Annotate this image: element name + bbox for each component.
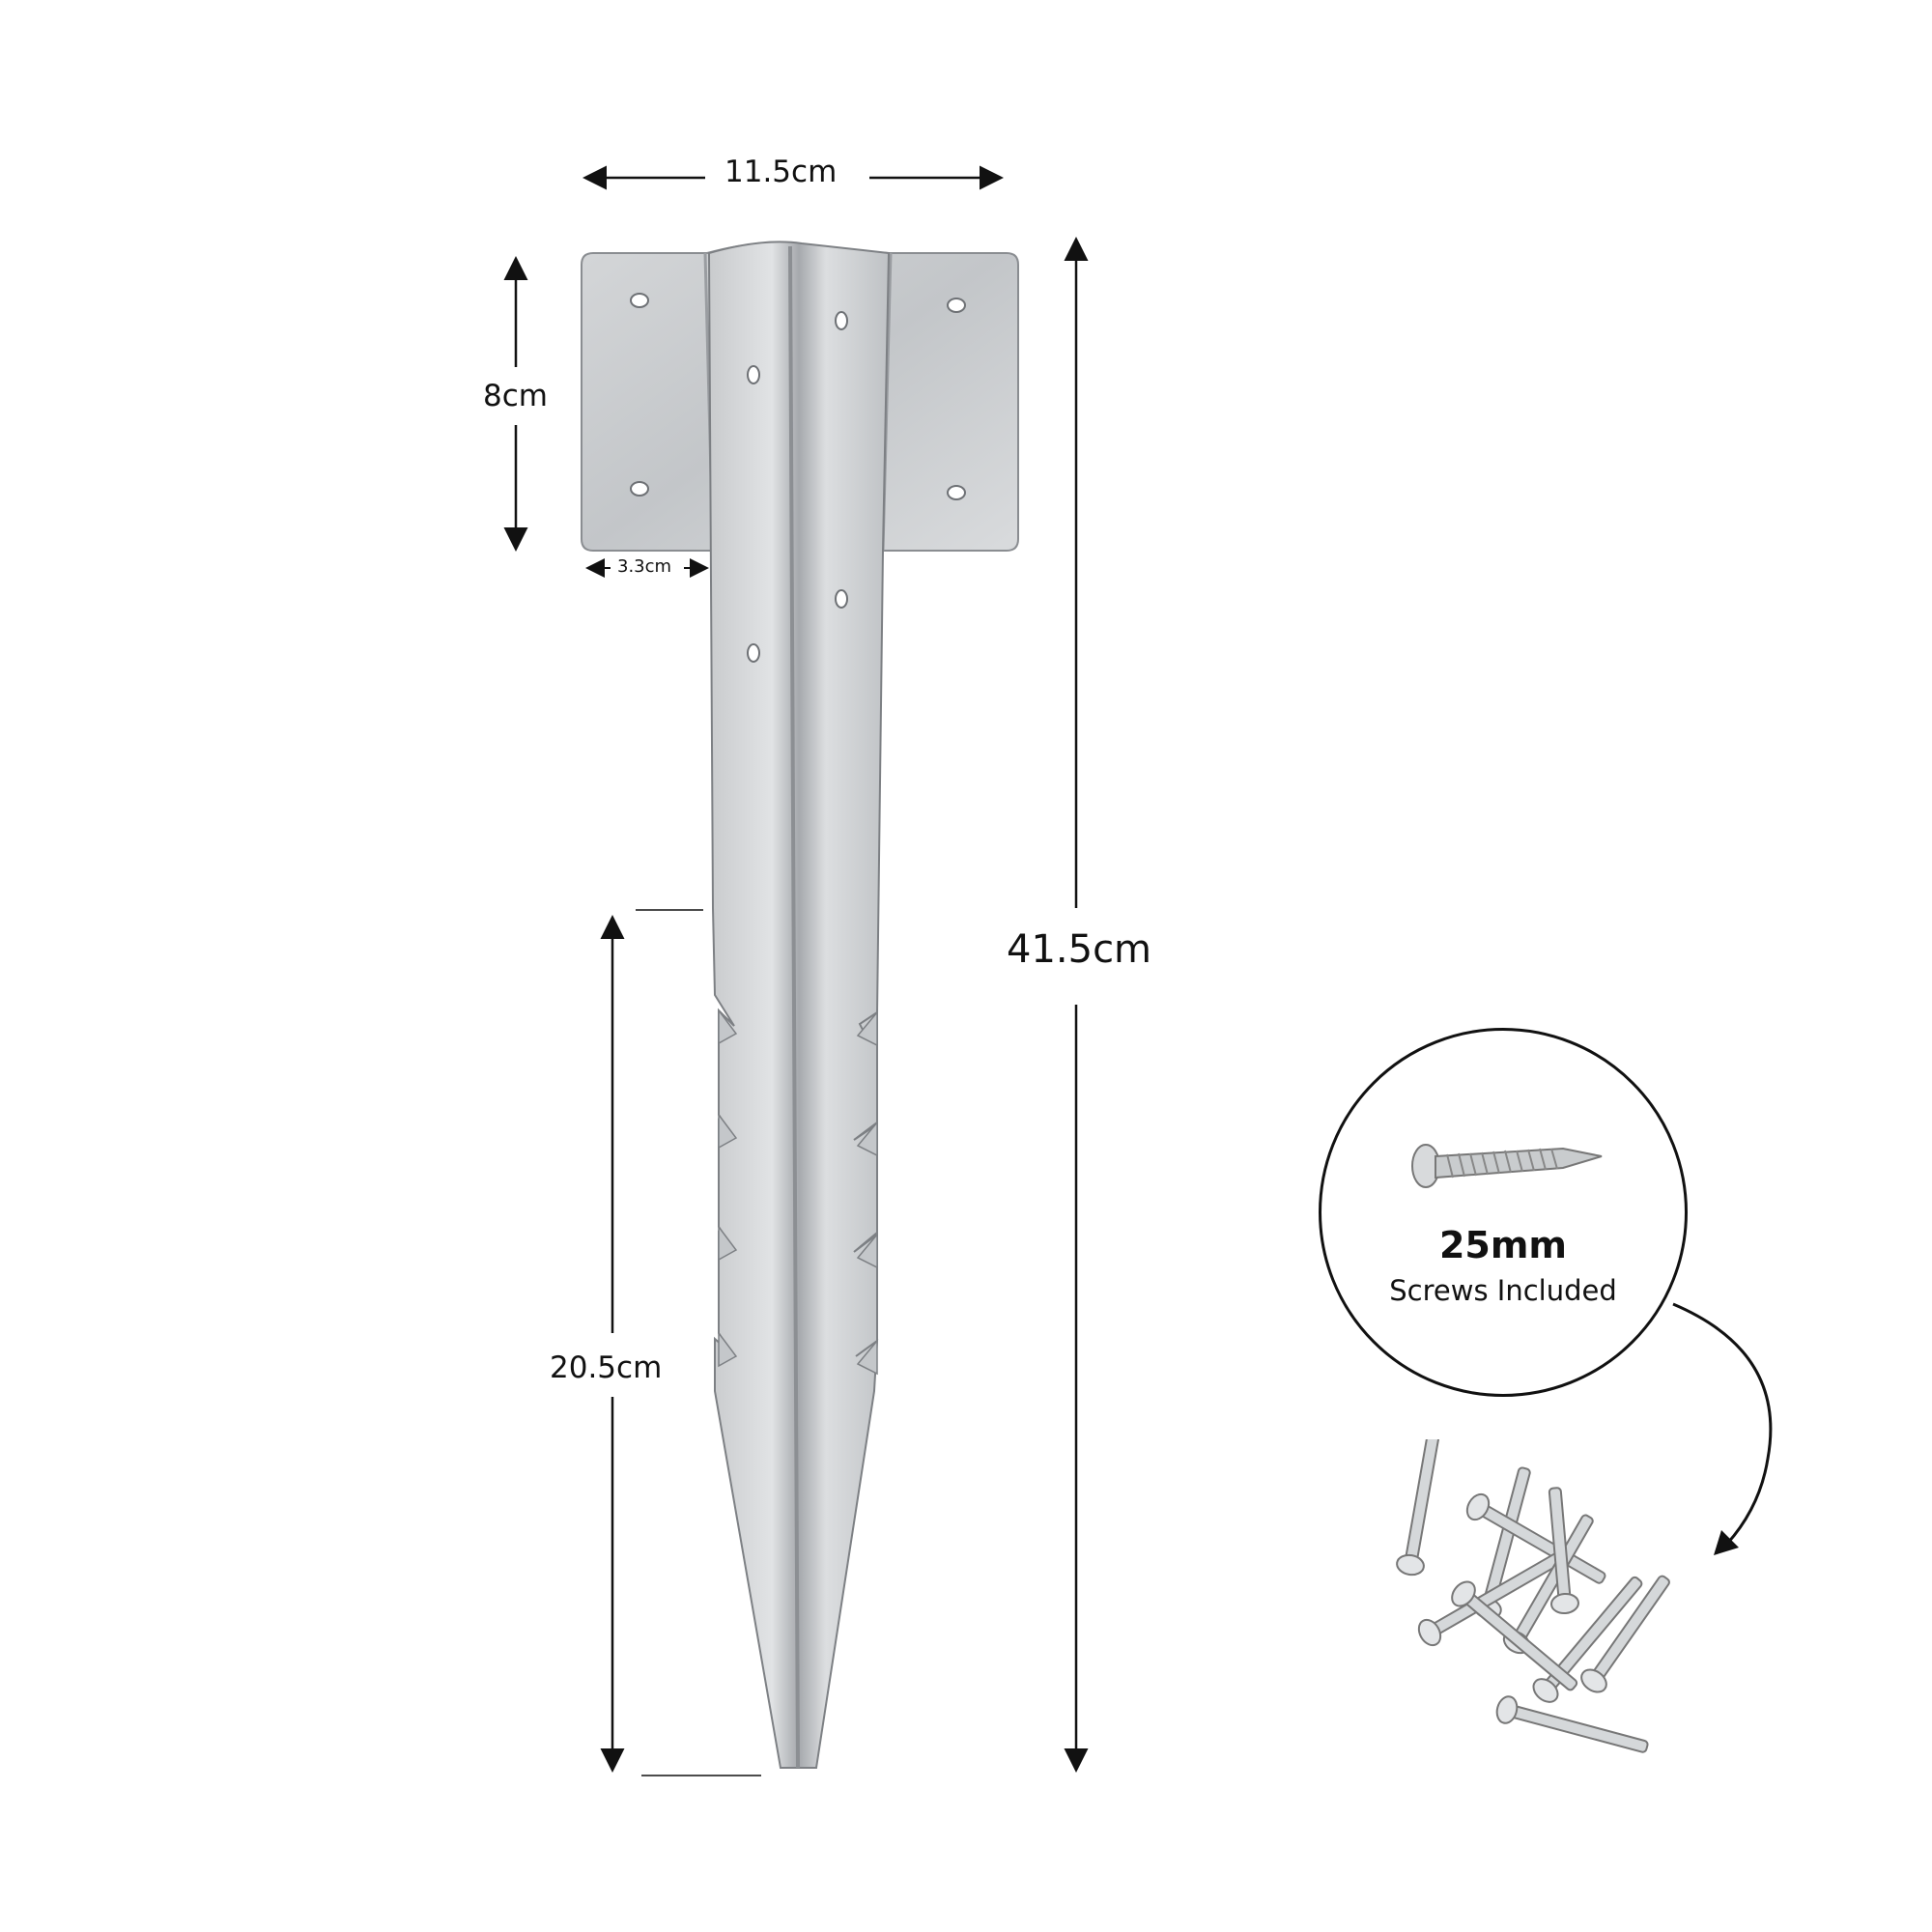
hole-stem-4 [747, 643, 760, 663]
barb-left-3 [718, 1224, 738, 1262]
screws-pile-image [1396, 1439, 1670, 1753]
dimension-lines [503, 165, 1089, 1776]
ground-spike-post [581, 241, 1019, 1769]
hole-stem-3 [835, 589, 848, 609]
curved-arrow-icon [1672, 1302, 1773, 1555]
hole-stem-1 [835, 311, 848, 330]
hole-flange-bl [630, 481, 649, 497]
total-length-label: 41.5cm [1007, 927, 1152, 972]
screws-included-badge: 25mm Screws Included [1319, 1028, 1688, 1397]
barb-left-2 [718, 1112, 738, 1150]
flange-side-width-label: 3.3cm [614, 556, 675, 577]
overall-width-label: 11.5cm [717, 155, 845, 189]
barb-left-4 [718, 1330, 738, 1368]
post-stem [707, 241, 891, 1769]
barb-right-3 [856, 1232, 878, 1269]
screws-included-text: Screws Included [1389, 1274, 1617, 1307]
hole-flange-br [947, 485, 966, 500]
screw-size-label: 25mm [1438, 1224, 1568, 1266]
barb-left-1 [718, 1008, 738, 1045]
hole-flange-tl [630, 293, 649, 308]
post-center-crease [788, 245, 800, 1769]
hole-stem-2 [747, 365, 760, 384]
barb-right-4 [856, 1338, 878, 1376]
hole-flange-tr [947, 298, 966, 313]
screw-holes [630, 293, 966, 663]
flange-height-label: 8cm [483, 379, 548, 413]
spike-length-label: 20.5cm [550, 1350, 663, 1385]
barb-right-1 [856, 1009, 878, 1047]
screw-icon [1411, 1144, 1603, 1188]
barb-right-2 [856, 1120, 878, 1157]
